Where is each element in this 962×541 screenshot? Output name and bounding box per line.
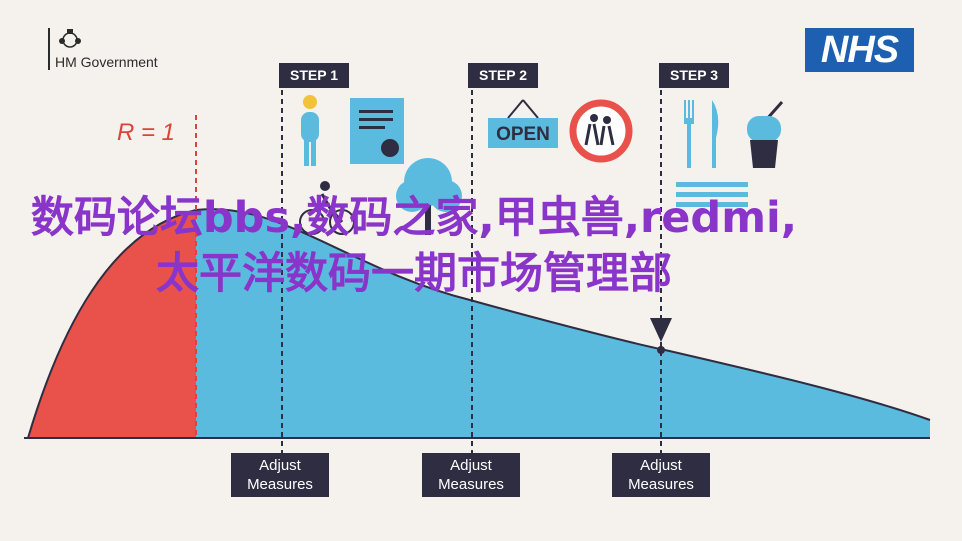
drink-cup-icon [747,101,784,168]
nhs-logo: NHS [805,28,914,72]
adjust-line1: Adjust [259,457,301,474]
certificate-icon [350,98,404,164]
adjust-measures-1: Adjust Measures [231,453,329,497]
adjust-line2: Measures [247,476,313,493]
person-icon [301,95,319,166]
curve-line [27,208,931,439]
stadium-icon [676,182,748,207]
step3-label: STEP 3 [659,63,729,88]
watermark-overlay-text: 数码论坛bbs,数码之家,甲虫兽,redmi,太平洋数码一期市场管理部 [30,193,798,299]
open-sign-icon: OPEN [488,99,558,148]
adjust-line1: Adjust [640,457,682,474]
royal-crest-icon [59,29,81,48]
adjust-line2: Measures [438,476,504,493]
step1-label: STEP 1 [279,63,349,88]
no-pedestrians-sign-icon [569,99,633,163]
gov-logo-text: HM Government [55,54,158,70]
adjust-measures-2: Adjust Measures [422,453,520,497]
r-label: R = 1 [117,119,176,146]
red-area [28,210,196,438]
step2-label: STEP 2 [468,63,538,88]
adjust-line2: Measures [628,476,694,493]
svg-text:OPEN: OPEN [496,124,550,145]
fork-knife-icon [684,100,719,168]
step3-marker [650,318,672,342]
adjust-measures-3: Adjust Measures [612,453,710,497]
step3-curve-point [657,346,665,354]
blue-area [196,209,930,438]
tree-icon [396,158,462,235]
cyclist-icon [299,181,355,235]
gov-divider [48,28,50,70]
adjust-line1: Adjust [450,457,492,474]
